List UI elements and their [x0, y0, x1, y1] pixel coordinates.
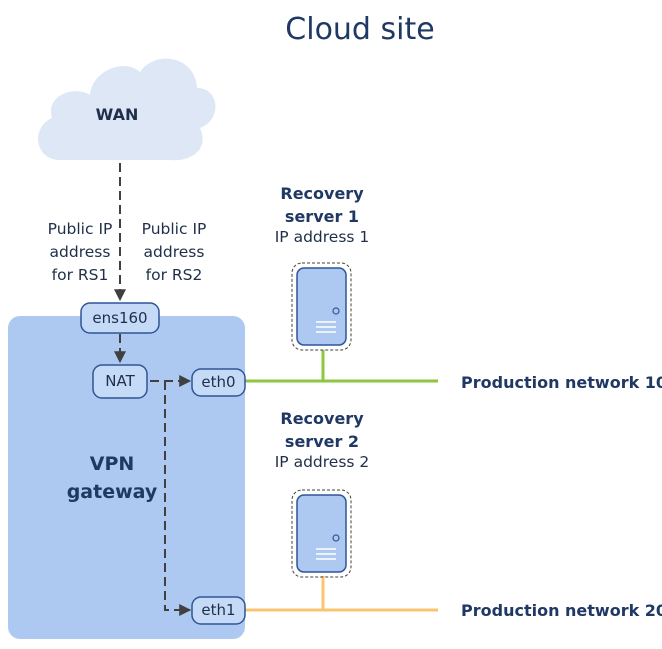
public-ip-rs1-line3: for RS1 [51, 266, 109, 284]
vpn-gateway-label-line2: gateway [66, 481, 158, 503]
eth1-label: eth1 [201, 601, 236, 619]
public-ip-rs2-line2: address [143, 243, 205, 261]
recovery-server-1-label: Recovery server 1 IP address 1 [252, 182, 392, 247]
public-ip-rs2-label: Public IP address for RS2 [124, 218, 224, 287]
nat-box [92, 364, 148, 399]
public-ip-rs2-line1: Public IP [141, 220, 207, 238]
recovery-server-2-title-line1: Recovery [280, 409, 364, 428]
public-ip-rs1-line1: Public IP [47, 220, 113, 238]
public-ip-rs1-label: Public IP address for RS1 [30, 218, 130, 287]
public-ip-rs1-line2: address [49, 243, 111, 261]
recovery-server-2-title-line2: server 2 [284, 432, 360, 451]
diagram-title: Cloud site [285, 12, 435, 47]
ens160-label: ens160 [92, 309, 148, 327]
wan-cloud-icon [38, 58, 216, 161]
vpn-gateway-label: VPN gateway [47, 450, 177, 506]
recovery-server-2-ip: IP address 2 [274, 453, 370, 471]
eth0-port [191, 368, 246, 397]
production-network-20-label: Production network 20 [461, 601, 662, 620]
eth0-label: eth0 [201, 373, 236, 391]
recovery-server-1-ip: IP address 1 [274, 228, 370, 246]
wan-label: WAN [95, 105, 139, 124]
ens160-port [80, 302, 160, 334]
recovery-server-1-title-line1: Recovery [280, 184, 364, 203]
public-ip-rs2-line3: for RS2 [145, 266, 203, 284]
recovery-server-2-label: Recovery server 2 IP address 2 [252, 407, 392, 472]
nat-label: NAT [105, 372, 135, 390]
production-network-10-label: Production network 10 [461, 373, 662, 392]
vpn-gateway-label-line1: VPN [89, 453, 135, 475]
vpn-gateway-box [8, 316, 245, 639]
nat-to-eth1-arrow [164, 381, 192, 616]
eth1-port [191, 596, 246, 625]
recovery-server-1-icon [291, 262, 352, 351]
recovery-server-2-icon [291, 489, 352, 578]
recovery-server-1-title-line2: server 1 [284, 207, 360, 226]
